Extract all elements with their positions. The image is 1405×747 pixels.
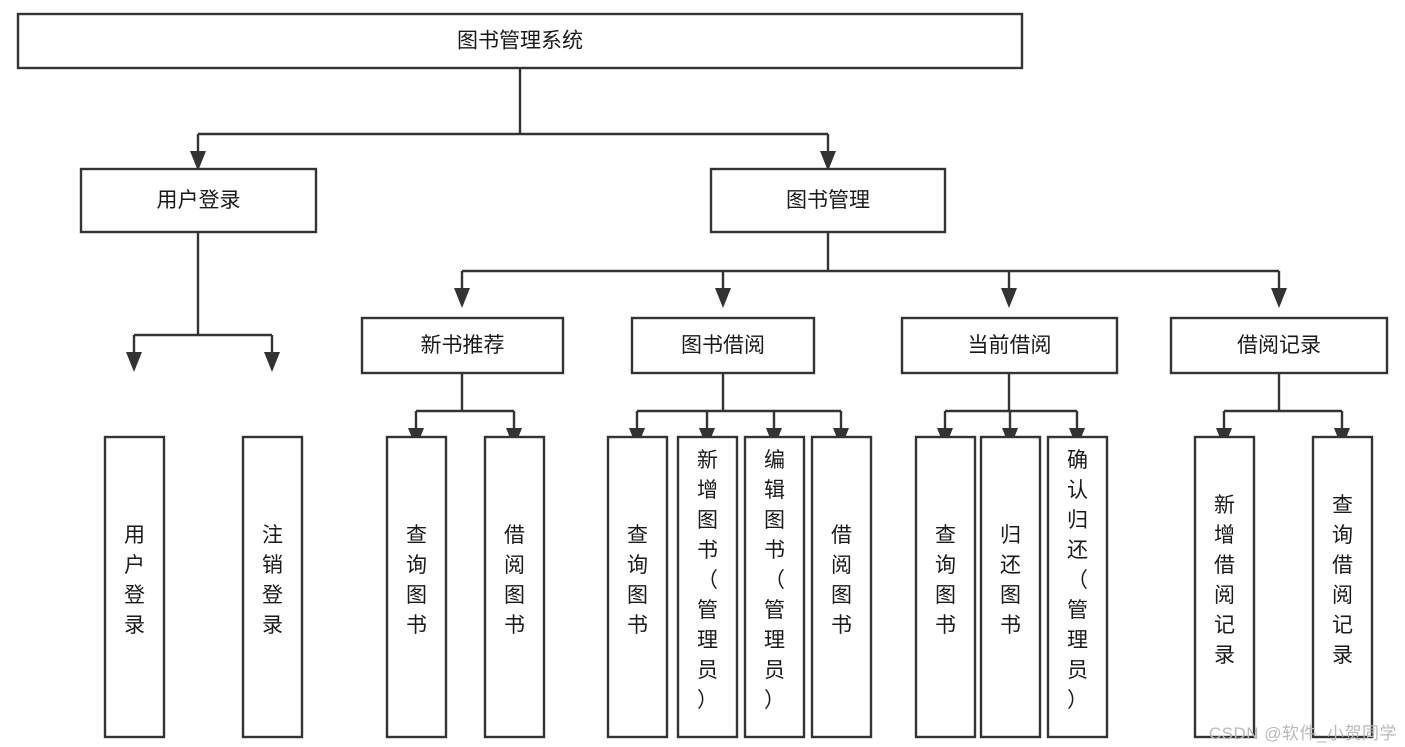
level2-node-label: 借阅记录 <box>1237 334 1321 357</box>
level2-node-图书借阅[interactable]: 图书借阅 <box>630 316 816 375</box>
connector-root-to-level1 <box>190 68 836 171</box>
leaf-node-label: 新增借阅记录 <box>1214 494 1235 667</box>
node-boxes-group: 图书管理系统用户登录图书管理新书推荐图书借阅当前借阅借阅记录用户登录注销登录查询… <box>16 12 1389 739</box>
level1-node-图书管理[interactable]: 图书管理 <box>709 167 947 234</box>
leaf-node-用户登录[interactable]: 用户登录 <box>103 435 166 739</box>
csdn-watermark: CSDN @软件_小贺同学 <box>1208 724 1397 743</box>
leaf-node-label: 借阅图书 <box>831 524 852 637</box>
leaf-node-注销登录[interactable]: 注销登录 <box>241 435 304 739</box>
leaf-node-借阅图书[interactable]: 借阅图书 <box>483 435 546 739</box>
leaf-node-label: 确认归还（管理员） <box>1067 449 1088 712</box>
leaf-node-label: 查询图书 <box>627 524 648 637</box>
level2-node-label: 新书推荐 <box>421 334 505 357</box>
leaf-node-label: 用户登录 <box>124 524 145 637</box>
leaf-node-label: 归还图书 <box>1000 524 1021 637</box>
leaf-node-查询借阅记录[interactable]: 查询借阅记录 <box>1311 435 1374 739</box>
leaf-node-label: 查询图书 <box>935 524 956 637</box>
level1-node-label: 用户登录 <box>157 189 241 212</box>
level2-node-当前借阅[interactable]: 当前借阅 <box>900 316 1119 375</box>
leaf-node-label: 编辑图书（管理员） <box>764 449 785 712</box>
connector-userlogin-to-leaves <box>126 232 280 372</box>
leaf-node-查询图书[interactable]: 查询图书 <box>914 435 977 739</box>
connector-lines-group <box>126 68 1350 448</box>
leaf-node-新增借阅记录[interactable]: 新增借阅记录 <box>1193 435 1256 739</box>
leaf-node-新增图书管理员[interactable]: 新增图书（管理员） <box>676 435 739 739</box>
connector-borrow-to-leaves <box>629 373 849 448</box>
leaf-node-查询图书[interactable]: 查询图书 <box>385 435 448 739</box>
level1-node-用户登录[interactable]: 用户登录 <box>79 167 318 234</box>
leaf-node-label: 借阅图书 <box>504 524 525 637</box>
connector-bookmgmt-to-level2 <box>454 232 1287 308</box>
level2-node-借阅记录[interactable]: 借阅记录 <box>1169 316 1389 375</box>
leaf-node-label: 新增图书（管理员） <box>697 449 718 712</box>
leaf-node-借阅图书[interactable]: 借阅图书 <box>810 435 873 739</box>
root-node-label: 图书管理系统 <box>457 30 583 53</box>
leaf-node-label: 注销登录 <box>262 524 283 637</box>
leaf-node-label: 查询图书 <box>406 524 427 637</box>
level2-node-新书推荐[interactable]: 新书推荐 <box>360 316 565 375</box>
level2-node-label: 图书借阅 <box>681 334 765 357</box>
level1-node-label: 图书管理 <box>786 189 870 212</box>
leaf-node-归还图书[interactable]: 归还图书 <box>979 435 1042 739</box>
leaf-node-label: 查询借阅记录 <box>1332 494 1353 667</box>
leaf-node-确认归还管理员[interactable]: 确认归还（管理员） <box>1046 435 1109 739</box>
leaf-node-编辑图书管理员[interactable]: 编辑图书（管理员） <box>743 435 806 739</box>
root-node-图书管理系统[interactable]: 图书管理系统 <box>16 12 1024 70</box>
leaf-node-查询图书[interactable]: 查询图书 <box>606 435 669 739</box>
level2-node-label: 当前借阅 <box>968 334 1052 357</box>
